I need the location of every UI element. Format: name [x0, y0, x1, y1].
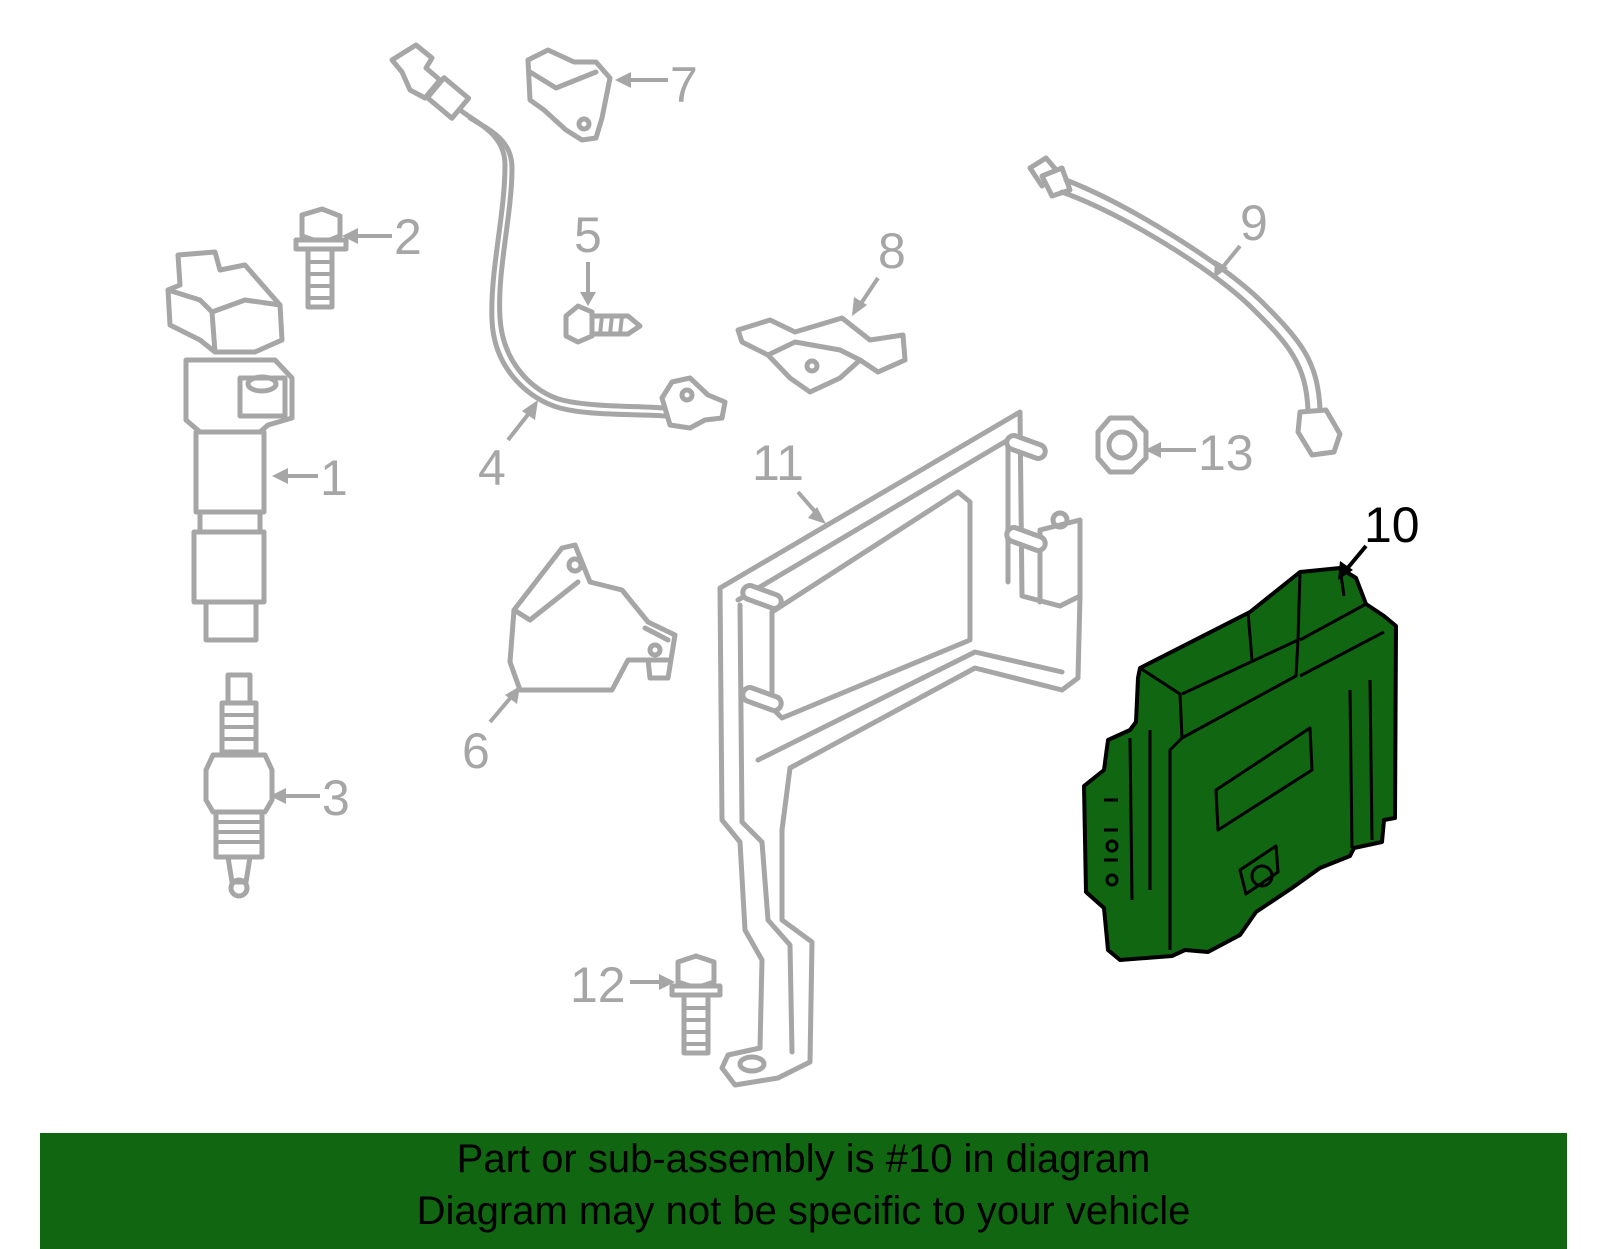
part-5-screw[interactable] [563, 303, 643, 345]
callout-10: 10 [1338, 497, 1420, 580]
info-banner: Part or sub-assembly is #10 in diagram D… [40, 1133, 1567, 1249]
callout-12-label: 12 [570, 957, 626, 1013]
callout-6-label: 6 [462, 723, 490, 779]
callout-3-label: 3 [322, 770, 350, 826]
callout-1-label: 1 [320, 450, 348, 506]
callout-9-label: 9 [1240, 195, 1268, 251]
callout-4-label: 4 [478, 440, 506, 496]
callout-2-label: 2 [394, 209, 422, 265]
callout-5: 5 [574, 207, 602, 306]
part-11-mounting-bracket[interactable] [717, 409, 1083, 1088]
part-7-sensor[interactable] [525, 47, 613, 143]
part-8-bracket[interactable] [735, 315, 908, 395]
callout-13: 13 [1145, 425, 1254, 481]
callout-2: 2 [342, 209, 422, 265]
callout-7: 7 [615, 57, 698, 113]
callout-4: 4 [478, 400, 538, 496]
part-9-harness[interactable] [1027, 155, 1343, 458]
banner-line-1: Part or sub-assembly is #10 in diagram [456, 1137, 1151, 1181]
callout-3: 3 [270, 770, 350, 826]
callout-11-label: 11 [752, 435, 804, 491]
callout-9: 9 [1214, 195, 1268, 278]
part-4-sensor-harness[interactable] [389, 42, 728, 431]
callout-5-label: 5 [574, 207, 602, 263]
callout-6: 6 [462, 686, 520, 779]
banner-line-2: Diagram may not be specific to your vehi… [416, 1189, 1191, 1233]
part-12-bolt[interactable] [669, 953, 723, 1056]
part-2-bolt[interactable] [293, 206, 349, 310]
callout-12: 12 [570, 957, 675, 1013]
callout-11: 11 [752, 435, 826, 524]
callout-13-label: 13 [1198, 425, 1254, 481]
callout-1: 1 [272, 450, 348, 506]
callout-8-label: 8 [878, 223, 906, 279]
callout-7-label: 7 [670, 57, 698, 113]
callout-10-label: 10 [1364, 497, 1420, 553]
callout-8: 8 [852, 223, 906, 316]
part-1-ignition-coil[interactable] [165, 249, 295, 643]
part-13-nut[interactable] [1095, 415, 1149, 475]
part-10-ecu-highlighted[interactable] [1082, 566, 1398, 962]
part-3-spark-plug[interactable] [203, 672, 275, 899]
part-6-bracket[interactable] [507, 542, 678, 693]
